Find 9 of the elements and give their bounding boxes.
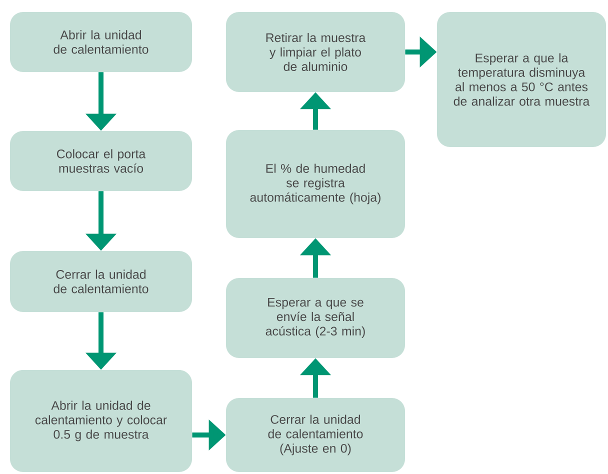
process-box: Cerrar la unidad de calentamiento: [10, 250, 192, 312]
process-box: Esperar a que se envíe la señal acústica (2-3 min): [226, 278, 405, 358]
process-box: Abrir la unidad de calentamiento: [10, 12, 192, 72]
process-box: El % de humedad se registra automáticamente (hoja): [226, 130, 405, 238]
process-box: Colocar el porta muestras vacío: [10, 130, 192, 191]
process-box: Cerrar la unidad de calentamiento (Ajuste en 0): [226, 398, 405, 472]
process-box: Retirar la muestra y limpiar el plato de aluminio: [226, 12, 405, 92]
process-box: Esperar a que la temperatura disminuya al menos a 50 °C antes de analizar otra muestra: [437, 12, 606, 147]
process-box: Abrir la unidad de calentamiento y colocar 0.5 g de muestra: [10, 370, 192, 472]
